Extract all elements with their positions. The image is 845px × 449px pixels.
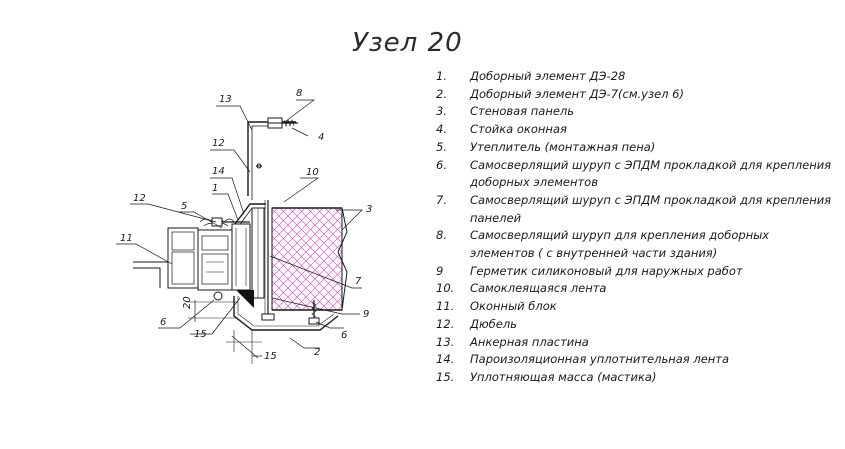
legend-item: 15. Уплотняющая масса (мастика) <box>436 369 836 387</box>
callout-13: 13 <box>219 94 232 105</box>
wall-panel <box>271 207 348 311</box>
legend-item-text: Самосверлящий шуруп с ЭПДМ прокладкой дл… <box>470 192 832 225</box>
legend-item-text: Самосверлящий шуруп с ЭПДМ прокладкой дл… <box>470 157 832 190</box>
legend-item-number: 6. <box>436 157 447 172</box>
trim-screw <box>308 300 320 325</box>
callout-9: 9 <box>363 309 369 320</box>
legend-item-number: 1. <box>436 69 447 83</box>
leader-lines <box>116 99 363 357</box>
legend-item-number: 2. <box>436 86 447 101</box>
callout-7: 7 <box>355 276 362 287</box>
legend-item-text: Самоклеящаяся лента <box>470 281 607 296</box>
callout-3: 3 <box>366 204 372 215</box>
legend-item-text: Пароизоляционная уплотнительная лента <box>470 352 730 367</box>
anchor-plate <box>247 121 296 200</box>
callout-12-top: 12 <box>212 138 225 149</box>
callout-15-left: 15 <box>194 329 207 340</box>
drawing-title: Узел 20 <box>352 28 463 58</box>
callout-6-left: 6 <box>160 317 166 328</box>
legend-item-text: Анкерная пластина <box>470 334 589 349</box>
legend-item-number: 15. <box>436 369 455 384</box>
callout-5: 5 <box>181 201 187 212</box>
legend-item: 13. Анкерная пластина <box>436 334 836 352</box>
legend-item: 5. Утеплитель (монтажная пена) <box>436 139 836 157</box>
legend-item-text: Самосверлящий шуруп для крепления доборн… <box>470 228 770 261</box>
sealant-bead <box>213 291 223 301</box>
callout-12-left: 12 <box>133 193 146 204</box>
legend-list: 1. Доборный элемент ДЭ-28 2. Доборный элеме… <box>436 68 836 387</box>
legend-item: 6. Самосверлящий шуруп с ЭПДМ прокладкой … <box>436 157 836 192</box>
legend-item-text: Стеновая панель <box>470 104 575 119</box>
legend-item: 2. Доборный элемент ДЭ-7(см.узел 6) <box>436 86 836 104</box>
legend-item-text: Доборный элемент ДЭ-28 <box>470 69 626 83</box>
legend-item-number: 9 <box>436 263 444 278</box>
callout-8: 8 <box>296 88 302 99</box>
legend-item-text: Утеплитель (монтажная пена) <box>470 139 656 154</box>
legend-item-number: 11. <box>436 299 455 314</box>
window-block <box>133 223 251 291</box>
legend-item-text: Доборный элемент ДЭ-7(см.узел 6) <box>470 86 684 101</box>
callout-1: 1 <box>212 183 218 194</box>
callout-11: 11 <box>120 233 133 244</box>
legend-item-text: Дюбель <box>470 316 517 331</box>
legend-item-number: 8. <box>436 228 447 243</box>
legend-item-text: Герметик силиконовый для наружных работ <box>470 263 743 278</box>
callout-20: 20 <box>182 296 193 309</box>
legend-item-number: 3. <box>436 104 447 119</box>
callout-10: 10 <box>306 167 319 178</box>
dimension-20 <box>188 300 238 322</box>
legend-item-number: 10. <box>436 281 455 296</box>
legend-item-number: 12. <box>436 316 455 331</box>
callout-15-bottom: 15 <box>264 351 277 362</box>
legend-item: 9 Герметик силиконовый для наружных работ <box>436 263 836 281</box>
legend-item-text: Оконный блок <box>470 299 557 314</box>
sealing-mastic <box>236 290 254 308</box>
legend-item: 3. Стеновая панель <box>436 103 836 121</box>
legend-item-text: Уплотняющая масса (мастика) <box>470 369 657 384</box>
window-post <box>251 207 265 299</box>
legend-item: 4. Стойка оконная <box>436 121 836 139</box>
legend-item-number: 7. <box>436 192 447 207</box>
legend-item-number: 13. <box>436 334 455 349</box>
legend-item: 8. Самосверлящий шуруп для крепления добо… <box>436 227 836 262</box>
legend-item: 10. Самоклеящаяся лента <box>436 280 836 298</box>
callout-6-right: 6 <box>341 330 347 341</box>
legend-item: 1. Доборный элемент ДЭ-28 <box>436 68 836 86</box>
legend-item-number: 14. <box>436 352 455 367</box>
dimension-15 <box>226 330 262 364</box>
top-screw <box>267 117 298 129</box>
legend-item: 14. Пароизоляционная уплотнительная лента <box>436 351 836 369</box>
legend-item: 12. Дюбель <box>436 316 836 334</box>
callout-4: 4 <box>318 132 324 143</box>
legend-item-number: 4. <box>436 122 447 137</box>
callout-14: 14 <box>212 166 225 177</box>
legend-item: 7. Самосверлящий шуруп с ЭПДМ прокладкой … <box>436 192 836 227</box>
legend-item: 11. Оконный блок <box>436 298 836 316</box>
panel-screw <box>261 200 275 321</box>
legend-item-number: 5. <box>436 139 447 154</box>
callout-2: 2 <box>314 347 320 358</box>
legend-item-text: Стойка оконная <box>470 122 567 137</box>
